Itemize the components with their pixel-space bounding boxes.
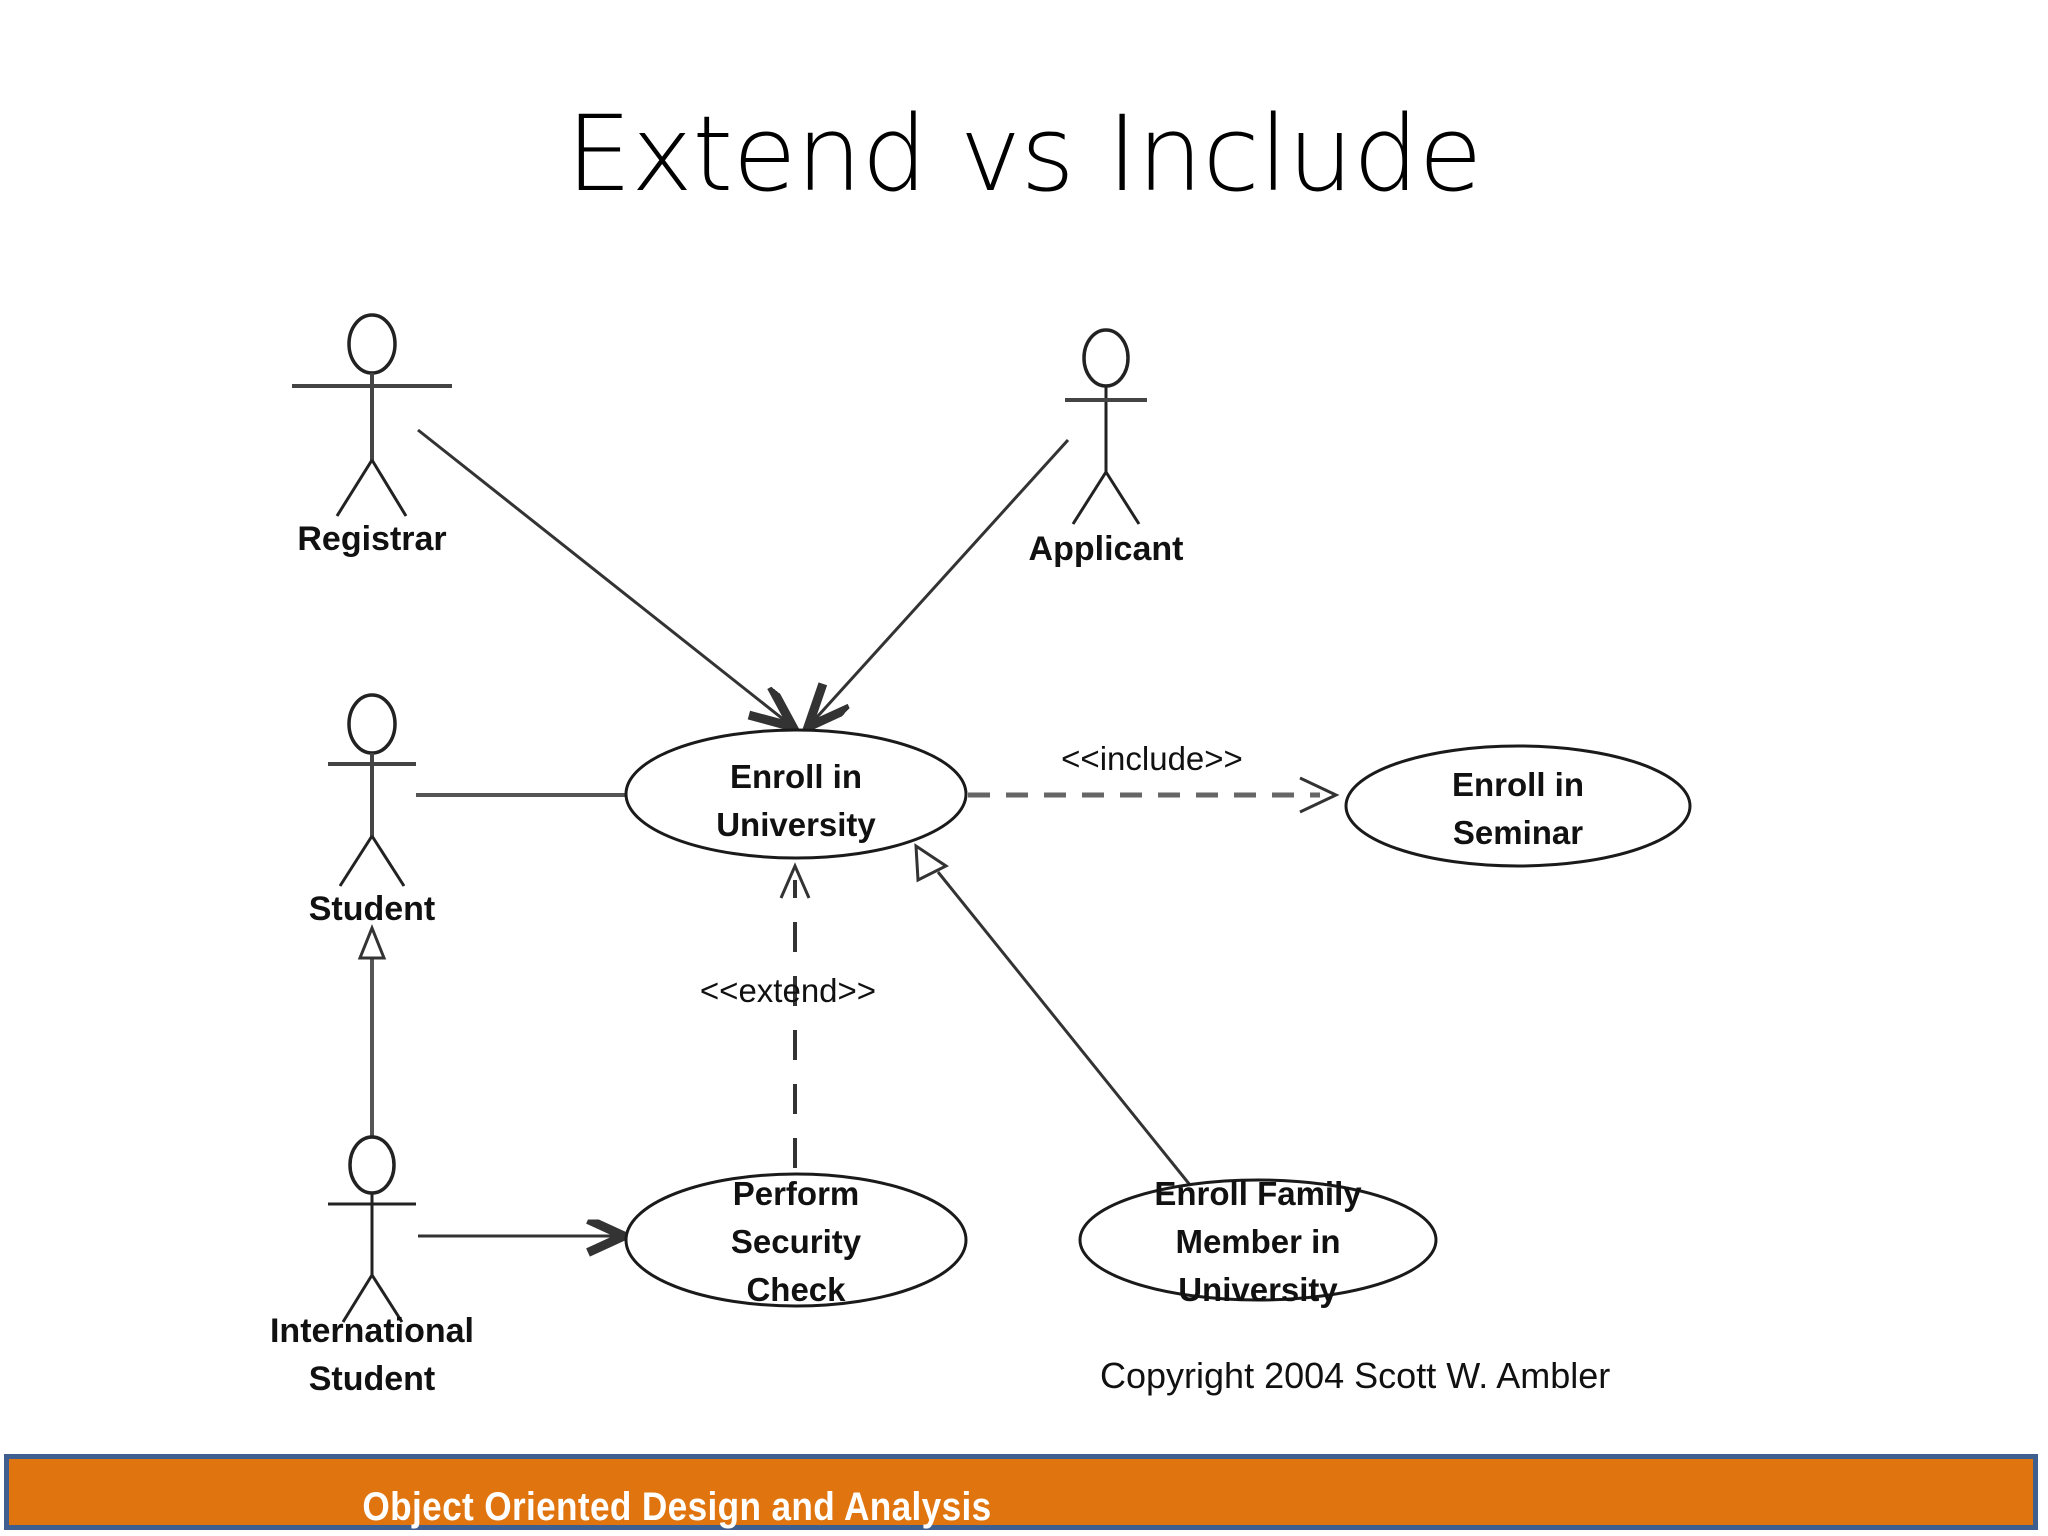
use-case-label-family-member-line3: University <box>1178 1271 1338 1308</box>
stereotype-label-extend: <<extend>> <box>700 972 876 1009</box>
footer-bar: Object Oriented Design and Analysis <box>4 1454 2038 1530</box>
association-registrar-enroll-university <box>417 428 793 727</box>
actor-label-international-student-line1: International <box>270 1312 474 1350</box>
uml-use-case-diagram: Registrar Applicant Student <box>270 313 1692 1398</box>
generalization-enroll-family-member-enroll-university <box>914 843 1192 1186</box>
use-case-label-enroll-university-line1: Enroll in <box>730 758 862 795</box>
use-case-label-family-member-line2: Member in <box>1175 1223 1340 1260</box>
actor-label-registrar: Registrar <box>297 520 446 558</box>
footer-title: Object Oriented Design and Analysis <box>362 1485 992 1529</box>
association-applicant-enroll-university <box>808 438 1070 727</box>
actor-international-student[interactable]: International Student <box>270 1135 474 1398</box>
actor-label-student: Student <box>309 890 436 928</box>
actor-label-international-student-line2: Student <box>309 1360 436 1398</box>
use-case-enroll-in-seminar[interactable]: Enroll in Seminar <box>1344 744 1692 868</box>
use-case-label-enroll-seminar-line1: Enroll in <box>1452 766 1584 803</box>
use-case-label-enroll-university-line2: University <box>716 806 876 843</box>
use-case-label-security-check-line1: Perform <box>733 1175 860 1212</box>
actor-label-applicant: Applicant <box>1029 530 1184 568</box>
use-case-label-security-check-line2: Security <box>731 1223 862 1260</box>
include-enroll-university-enroll-seminar <box>968 776 1340 814</box>
copyright-text: Copyright 2004 Scott W. Ambler <box>1100 1355 1610 1396</box>
page-title: Extend vs Include <box>566 93 1482 215</box>
actor-student[interactable]: Student <box>309 693 436 928</box>
use-case-label-security-check-line3: Check <box>746 1271 846 1308</box>
use-case-enroll-family-member[interactable]: Enroll Family Member in University <box>1078 1175 1438 1308</box>
use-case-perform-security-check[interactable]: Perform Security Check <box>624 1172 968 1308</box>
generalization-international-student-student <box>357 923 387 1150</box>
use-case-enroll-in-university[interactable]: Enroll in University <box>624 728 968 860</box>
extend-security-check-enroll-university <box>779 862 811 1168</box>
footer: Object Oriented Design and Analysis <box>0 1440 2048 1536</box>
use-case-label-family-member-line1: Enroll Family <box>1154 1175 1362 1212</box>
use-case-label-enroll-seminar-line2: Seminar <box>1453 814 1583 851</box>
actor-registrar[interactable]: Registrar <box>292 313 452 558</box>
stereotype-label-include: <<include>> <box>1061 740 1243 777</box>
actor-applicant[interactable]: Applicant <box>1029 328 1184 568</box>
